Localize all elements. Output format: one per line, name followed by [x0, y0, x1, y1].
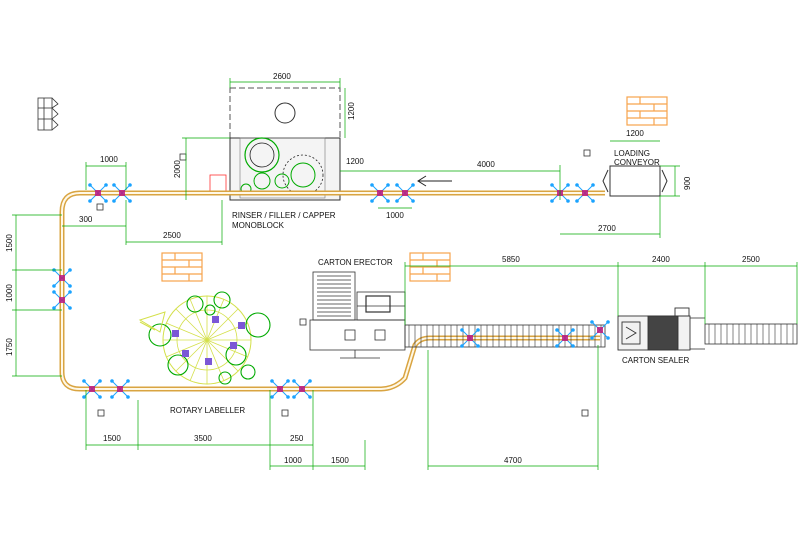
dimension-label: 2500 — [163, 231, 181, 240]
sensor-icon — [270, 379, 290, 399]
dimension-label: 1000 — [284, 456, 302, 465]
dimension-label: 1500 — [331, 456, 349, 465]
dimension-label: 900 — [683, 176, 692, 190]
sensor-icon — [590, 320, 610, 340]
sensor-icon — [110, 379, 130, 399]
carton-sealer — [617, 307, 691, 351]
dimension-label: 1000 — [100, 155, 118, 164]
legend-icon — [37, 97, 59, 131]
carton-erector — [309, 271, 406, 359]
monoblock-label: RINSER / FILLER / CAPPER — [232, 211, 336, 220]
dimension-label: 300 — [79, 215, 93, 224]
carton-erector-label: CARTON ERECTOR — [318, 258, 393, 267]
pallet-icon — [409, 252, 451, 282]
monoblock-enclosure — [209, 87, 341, 201]
conveyor-path — [59, 190, 605, 392]
dimension-label: 2000 — [173, 160, 182, 178]
loading-conveyor-label: LOADING — [614, 149, 650, 158]
sensor-icon — [52, 268, 72, 288]
dimension-lines — [12, 78, 798, 470]
dimension-label: 1000 — [386, 211, 404, 220]
sensor-icon — [88, 183, 108, 203]
sensor-icon — [112, 183, 132, 203]
pallet-icon — [626, 96, 668, 126]
loading-conveyor-label-2: CONVEYOR — [614, 158, 660, 167]
dimension-label: 5850 — [502, 255, 520, 264]
dimension-label: 1500 — [5, 234, 14, 252]
dimension-label: 4700 — [504, 456, 522, 465]
carton-sealer-label: CARTON SEALER — [622, 356, 690, 365]
dimension-label: 1500 — [103, 434, 121, 443]
dimension-label: 2500 — [742, 255, 760, 264]
sensor-icon — [370, 183, 390, 203]
dimension-label: 2700 — [598, 224, 616, 233]
dimension-label: 2400 — [652, 255, 670, 264]
dimension-label: 1200 — [626, 129, 644, 138]
marker-icon — [96, 149, 591, 417]
loading-conveyor — [602, 165, 668, 197]
dimension-label: 1200 — [346, 157, 364, 166]
sensor-icon — [292, 379, 312, 399]
pallet-icon — [161, 252, 203, 282]
dimension-label: 1750 — [5, 338, 14, 356]
sensor-icon — [52, 290, 72, 310]
sensor-icon — [460, 328, 480, 348]
dimension-label: 2600 — [273, 72, 291, 81]
rotary-labeller — [138, 291, 271, 385]
sensor-icon — [555, 328, 575, 348]
dimension-label: 1000 — [5, 284, 14, 302]
dimension-label: 4000 — [477, 160, 495, 169]
flow-arrow-icon — [417, 175, 452, 187]
sensor-icon — [395, 183, 415, 203]
dimension-label: 1200 — [347, 102, 356, 120]
rotary-labeller-label: ROTARY LABELLER — [170, 406, 245, 415]
monoblock-label-2: MONOBLOCK — [232, 221, 285, 230]
sensor-icon — [575, 183, 595, 203]
dimension-label: 250 — [290, 434, 304, 443]
dimension-label: 3500 — [194, 434, 212, 443]
sensor-icon — [82, 379, 102, 399]
